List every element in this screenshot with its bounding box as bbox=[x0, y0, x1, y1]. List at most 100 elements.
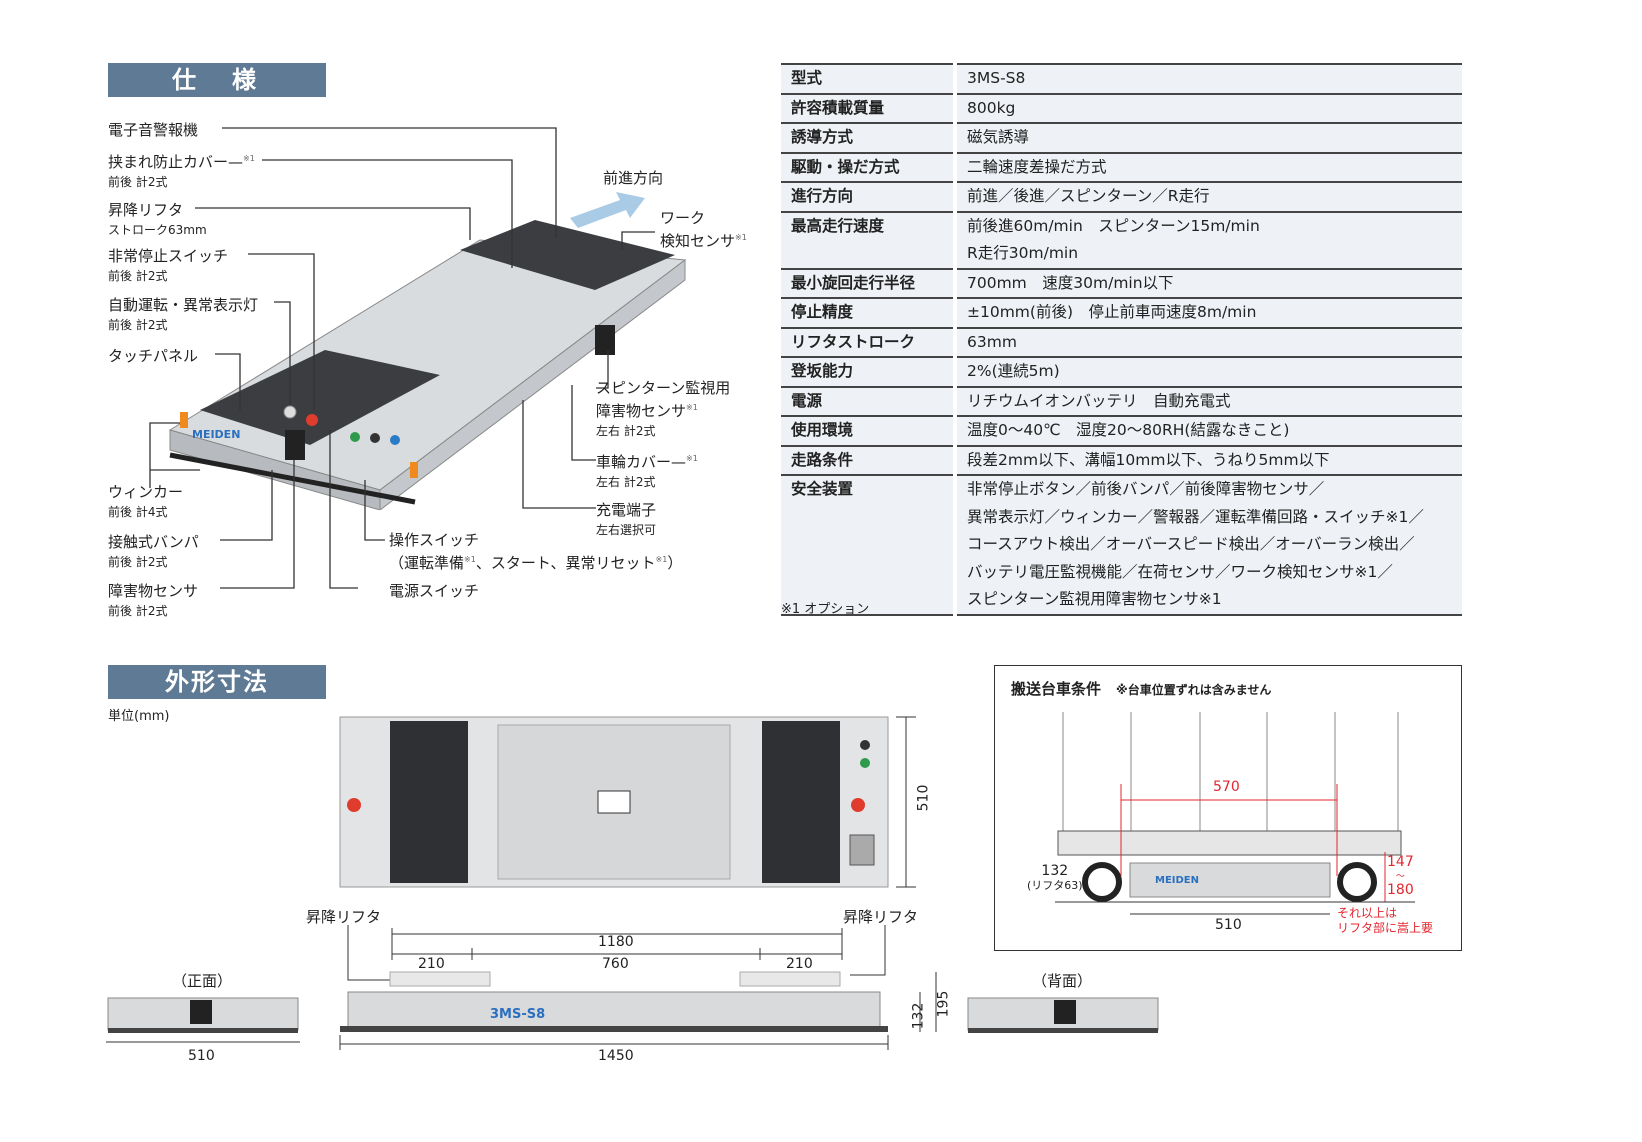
dim-1180: 1180 bbox=[598, 934, 634, 950]
side-view-drawing: 3MS-S8 bbox=[339, 925, 937, 1050]
top-view-drawing bbox=[339, 716, 916, 888]
callout-power-switch: 電源スイッチ bbox=[389, 582, 480, 600]
spec-key: 型式 bbox=[781, 63, 957, 94]
forward-arrow-icon bbox=[570, 192, 645, 228]
spec-key: 停止精度 bbox=[781, 297, 957, 328]
side-view-model-label: 3MS-S8 bbox=[490, 1007, 545, 1022]
dimensions-header: 外形寸法 bbox=[108, 665, 326, 699]
spec-value-line: バッテリ電圧監視機能／在荷センサ／ワーク検知センサ※1／ bbox=[967, 562, 1393, 581]
agv-brand-logo: MEIDEN bbox=[192, 428, 240, 441]
spec-value-line: ±10mm(前後) 停止前車両速度8m/min bbox=[967, 303, 1257, 321]
spec-value: 800kg bbox=[955, 92, 1462, 123]
spec-value: ±10mm(前後) 停止前車両速度8m/min bbox=[955, 297, 1462, 328]
spec-key: 誘導方式 bbox=[781, 122, 957, 153]
callout-lifter: 昇降リフタストローク63mm bbox=[108, 201, 207, 237]
spec-key: 使用環境 bbox=[781, 415, 957, 446]
agv-illustration: MEIDEN bbox=[168, 220, 687, 510]
spec-row: 駆動・操だ方式二輪速度差操だ方式 bbox=[781, 151, 1462, 182]
spec-value-line: 段差2mm以下、溝幅10mm以下、うねり5mm以下 bbox=[967, 450, 1330, 469]
spec-row: 型式 3MS-S8 bbox=[781, 63, 1462, 94]
spec-value: 3MS-S8 bbox=[955, 63, 1462, 94]
spec-value-line: 非常停止ボタン／前後バンパ／前後障害物センサ／ bbox=[967, 480, 1325, 498]
spec-key: 安全装置 bbox=[781, 474, 957, 616]
dim-front-width: 510 bbox=[188, 1048, 215, 1064]
callout-leader-lines bbox=[149, 127, 655, 589]
dim-210-right: 210 bbox=[786, 956, 813, 972]
label-lifter-left: 昇降リフタ bbox=[306, 908, 382, 926]
spec-value-line: 700mm 速度30m/min以下 bbox=[967, 273, 1174, 292]
spec-value: 段差2mm以下、溝幅10mm以下、うねり5mm以下 bbox=[955, 444, 1462, 475]
label-front-view: （正面） bbox=[172, 972, 233, 990]
spec-key: 最高走行速度 bbox=[781, 210, 957, 269]
dim-760: 760 bbox=[602, 956, 629, 972]
spec-key: 最小旋回走行半径 bbox=[781, 267, 957, 298]
spec-row: 電源リチウムイオンバッテリ 自動充電式 bbox=[781, 385, 1462, 416]
spec-value-line: 温度0～40℃ 湿度20～80RH(結露なきこと) bbox=[967, 421, 1290, 439]
cart-drawing: MEIDEN bbox=[1055, 712, 1415, 915]
spec-row: 最小旋回走行半径 700mm 速度30m/min以下 bbox=[781, 267, 1462, 298]
spec-value: 2%(連続5m) bbox=[955, 356, 1462, 387]
spec-value: 700mm 速度30m/min以下 bbox=[955, 267, 1462, 298]
spec-value-line: コースアウト検出／オーバースピード検出／オーバーラン検出／ bbox=[967, 535, 1415, 553]
callout-charge-terminal: 充電端子左右選択可 bbox=[596, 501, 657, 537]
dim-132: 132 bbox=[910, 1002, 927, 1030]
spec-row: 走路条件段差2mm以下、溝幅10mm以下、うねり5mm以下 bbox=[781, 444, 1462, 475]
callout-bumper: 接触式バンパ前後 計2式 bbox=[108, 533, 199, 569]
dim-top-width: 510 bbox=[915, 784, 932, 812]
callout-emergency-stop: 非常停止スイッチ前後 計2式 bbox=[108, 247, 229, 283]
spec-value-line: 前進／後進／スピンターン／R走行 bbox=[967, 187, 1210, 205]
dim-195: 195 bbox=[935, 990, 952, 1018]
cart-dim-510: 510 bbox=[1215, 917, 1242, 933]
spec-value-line: 63mm bbox=[967, 332, 1017, 351]
label-lifter-right: 昇降リフタ bbox=[843, 908, 919, 926]
spec-value-line: スピンターン監視用障害物センサ※1 bbox=[967, 590, 1222, 608]
spec-value-line: 前後進60m/min スピンターン15m/min bbox=[967, 216, 1260, 235]
cart-agv-brand-logo: MEIDEN bbox=[1155, 875, 1199, 886]
spec-value-line: 2%(連続5m) bbox=[967, 362, 1060, 380]
cart-dim-132: 132(リフタ63) bbox=[1027, 863, 1083, 892]
spec-value: 非常停止ボタン／前後バンパ／前後障害物センサ／ 異常表示灯／ウィンカー／警報器／運… bbox=[955, 474, 1462, 616]
cart-title: 搬送台車条件 ※台車位置ずれは含みません bbox=[1011, 680, 1272, 698]
callout-op-switch: 操作スイッチ（運転準備※1、スタート、異常リセット※1） bbox=[389, 531, 683, 572]
spec-row: 使用環境温度0～40℃ 湿度20～80RH(結露なきこと) bbox=[781, 415, 1462, 446]
front-view-drawing bbox=[106, 997, 300, 1043]
spec-row: 進行方向前進／後進／スピンターン／R走行 bbox=[781, 181, 1462, 212]
cart-dim-height: 147～180 bbox=[1387, 854, 1414, 898]
unit-label: 単位(mm) bbox=[108, 709, 170, 724]
spec-row: 安全装置非常停止ボタン／前後バンパ／前後障害物センサ／ 異常表示灯／ウィンカー／警… bbox=[781, 474, 1462, 616]
spec-value: リチウムイオンバッテリ 自動充電式 bbox=[955, 385, 1462, 416]
label-back-view: （背面） bbox=[1032, 972, 1093, 990]
cart-warning: それ以上はリフタ部に嵩上要 bbox=[1337, 906, 1434, 935]
spec-value-line: R走行30m/min bbox=[967, 244, 1079, 262]
spec-value: 磁気誘導 bbox=[955, 122, 1462, 153]
spec-row: 停止精度 ±10mm(前後) 停止前車両速度8m/min bbox=[781, 297, 1462, 328]
spec-value-line: 磁気誘導 bbox=[967, 128, 1030, 146]
spec-value-line: 3MS-S8 bbox=[967, 69, 1026, 87]
back-view-drawing bbox=[967, 997, 1159, 1033]
spec-value: 温度0～40℃ 湿度20～80RH(結露なきこと) bbox=[955, 415, 1462, 446]
spec-key: 許容積載質量 bbox=[781, 92, 957, 123]
spec-value: 前進／後進／スピンターン／R走行 bbox=[955, 181, 1462, 212]
footnote: ※1 オプション bbox=[781, 602, 870, 617]
callout-forward-direction: 前進方向 bbox=[603, 169, 664, 187]
spec-value-line: リチウムイオンバッテリ 自動充電式 bbox=[967, 391, 1231, 410]
spec-key: 走路条件 bbox=[781, 444, 957, 475]
cart-conditions-box: 搬送台車条件 ※台車位置ずれは含みません MEIDEN 570 132(リフタ6… bbox=[994, 665, 1462, 951]
spec-value-line: 異常表示灯／ウィンカー／警報器／運転準備回路・スイッチ※1／ bbox=[967, 507, 1424, 526]
cart-dim-570: 570 bbox=[1213, 779, 1240, 795]
callout-winker: ウィンカー前後 計4式 bbox=[108, 483, 184, 519]
callout-buzzer: 電子音警報機 bbox=[108, 121, 199, 139]
spec-key: 駆動・操だ方式 bbox=[781, 151, 957, 182]
dim-1450: 1450 bbox=[598, 1048, 634, 1064]
spec-value: 二輪速度差操だ方式 bbox=[955, 151, 1462, 182]
callout-obstacle-sensor: 障害物センサ前後 計2式 bbox=[108, 582, 199, 618]
spec-value-line: 二輪速度差操だ方式 bbox=[967, 157, 1107, 176]
